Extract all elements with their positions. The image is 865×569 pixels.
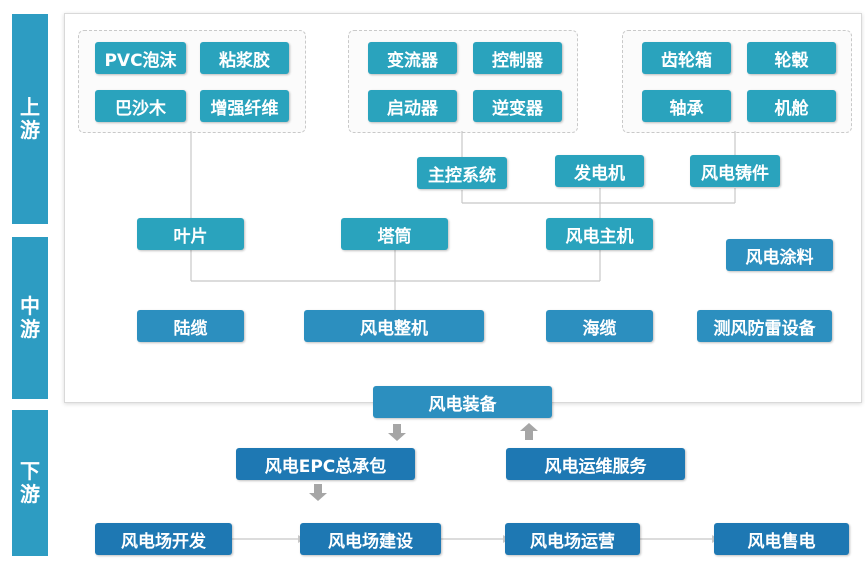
node-inverter: 逆变器 xyxy=(473,90,562,122)
node-tower: 塔筒 xyxy=(341,218,448,250)
upstream-band: 上 游 xyxy=(12,14,48,224)
node-wind-turbine: 风电整机 xyxy=(304,310,484,342)
node-balsa-wood: 巴沙木 xyxy=(95,90,186,122)
node-reinforced-fiber: 增强纤维 xyxy=(200,90,289,122)
node-generator: 发电机 xyxy=(555,155,644,187)
node-nacelle: 机舱 xyxy=(747,90,836,122)
downstream-char-2: 游 xyxy=(20,482,40,506)
node-submarine-cable: 海缆 xyxy=(546,310,653,342)
node-pvc-foam: PVC泡沫 xyxy=(95,42,186,74)
node-wind-lightning-equipment: 测风防雷设备 xyxy=(697,310,832,342)
node-wind-castings: 风电铸件 xyxy=(690,155,780,187)
node-wind-farm-development: 风电场开发 xyxy=(95,523,232,555)
node-bearing: 轴承 xyxy=(642,90,731,122)
node-land-cable: 陆缆 xyxy=(137,310,244,342)
midstream-char-2: 游 xyxy=(20,317,40,341)
arrow-down-icon xyxy=(309,484,327,501)
node-converter: 变流器 xyxy=(368,42,457,74)
node-gearbox: 齿轮箱 xyxy=(642,42,731,74)
node-controller: 控制器 xyxy=(473,42,562,74)
node-starter: 启动器 xyxy=(368,90,457,122)
arrow-up-icon xyxy=(520,423,538,440)
midstream-band: 中 游 xyxy=(12,237,48,399)
node-wind-power-sales: 风电售电 xyxy=(714,523,849,555)
downstream-band: 下 游 xyxy=(12,410,48,556)
arrow-down-icon xyxy=(388,424,406,441)
node-wind-equipment: 风电装备 xyxy=(373,386,552,418)
node-blade: 叶片 xyxy=(137,218,244,250)
node-wind-coating: 风电涂料 xyxy=(726,239,833,271)
midstream-char-1: 中 xyxy=(20,294,40,318)
node-adhesive: 粘浆胶 xyxy=(200,42,289,74)
node-main-control-system: 主控系统 xyxy=(417,157,507,189)
node-wind-epc: 风电EPC总承包 xyxy=(236,448,415,480)
upstream-char-1: 上 xyxy=(20,95,40,119)
upstream-char-2: 游 xyxy=(20,118,40,142)
downstream-char-1: 下 xyxy=(20,459,40,483)
node-hub: 轮毂 xyxy=(747,42,836,74)
node-wind-farm-construction: 风电场建设 xyxy=(300,523,441,555)
node-wind-farm-operation: 风电场运营 xyxy=(505,523,640,555)
node-wind-om-service: 风电运维服务 xyxy=(506,448,685,480)
node-wind-main-unit: 风电主机 xyxy=(546,218,653,250)
